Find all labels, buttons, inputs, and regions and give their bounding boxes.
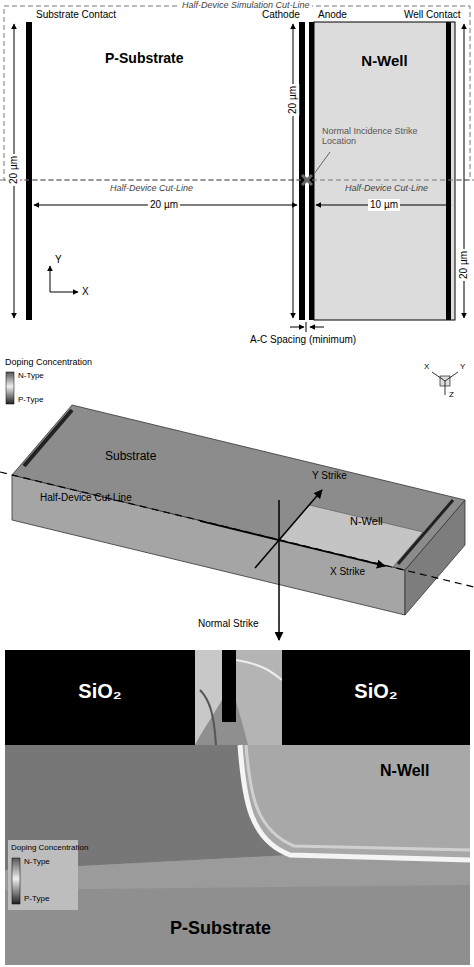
cut-line-label: Half-Device Cut Line (40, 492, 132, 504)
axis-label: Y (55, 254, 62, 266)
legend-title: Doping Concentration (5, 357, 92, 367)
region-label: SiO₂ (78, 680, 121, 745)
legend-label: P-Type (18, 395, 43, 404)
oxide-block: SiO₂ (5, 650, 195, 745)
cut-line-label: Half-Device Cut-Line (110, 183, 193, 193)
strike-label: X Strike (330, 566, 365, 578)
dimension-label: A-C Spacing (minimum) (250, 334, 356, 346)
dimension-label: 20 µm (148, 199, 180, 211)
contact-label: Anode (318, 9, 347, 21)
contact-label: Well Contact (404, 9, 461, 21)
region-label: SiO₂ (354, 680, 397, 745)
dimension-label: 20 µm (287, 84, 299, 116)
legend-label: P-Type (24, 894, 49, 903)
n-well-region: N-Well (314, 22, 455, 320)
legend-label: N-Type (18, 371, 44, 380)
cut-line-label: Half-Device Cut-Line (345, 183, 428, 193)
oxide-block: SiO₂ (282, 650, 470, 745)
contact-label: Substrate Contact (36, 9, 116, 21)
dimension-label: 10 µm (368, 199, 400, 211)
callout-label: Normal Incidence Strike Location (322, 126, 422, 147)
dimension-label: 20 µm (8, 154, 20, 186)
region-label: P-Substrate (170, 918, 271, 939)
legend-title: Doping Concentration (11, 843, 88, 852)
legend-label: N-Type (24, 857, 50, 866)
region-label: P-Substrate (105, 50, 184, 66)
axis-label: Z (449, 390, 454, 399)
axis-label: Y (460, 362, 465, 371)
strike-label: Y Strike (312, 470, 347, 482)
strike-label: Normal Strike (198, 618, 259, 630)
cut-line-label: Half-Device Simulation Cut-Line (180, 0, 312, 10)
axis-label: X (82, 286, 89, 298)
contact-label: Cathode (262, 9, 300, 21)
dimension-label: 20 µm (458, 249, 470, 281)
region-label: Substrate (105, 450, 156, 464)
region-label: N-Well (380, 762, 429, 780)
region-label: N-Well (350, 515, 383, 528)
axis-label: X (424, 362, 429, 371)
